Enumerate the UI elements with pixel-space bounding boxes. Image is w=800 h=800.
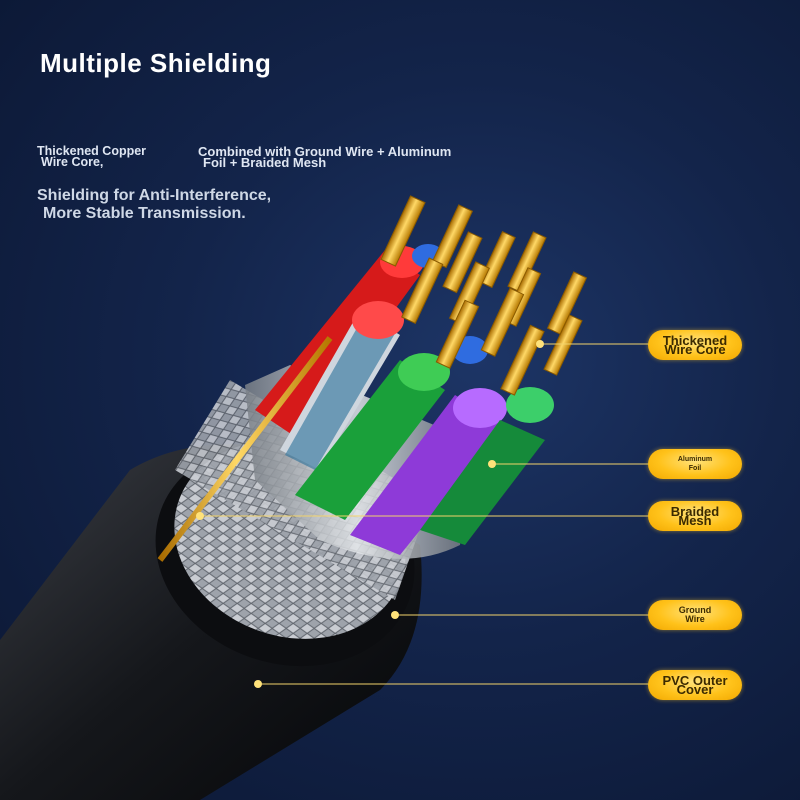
tagline-line: More Stable Transmission.	[43, 205, 246, 222]
callout-label: Ground	[678, 605, 712, 615]
green-wire	[295, 360, 445, 520]
callout-thickened-wire-core: Thickened Wire Core	[648, 330, 742, 360]
callout-label: Braided	[670, 504, 720, 519]
gold-conductors	[380, 195, 588, 396]
callout-label: Wire	[685, 614, 705, 624]
callout-pvc-outer-cover: PVC Outer Cover	[648, 670, 742, 700]
red-wire-end-2	[352, 301, 404, 339]
insulated-wires	[255, 244, 554, 555]
tagline-line: Shielding for Anti-Interference,	[37, 187, 272, 204]
tagline: Shielding for Anti-Interference, More St…	[37, 187, 271, 223]
purple-wire-end	[453, 388, 507, 428]
ground-wire	[157, 336, 333, 562]
intro-text-copper: Thickened Copper Wire Core,	[37, 144, 147, 169]
callout-label: Thickened	[662, 333, 728, 348]
callout-label: Wire Core	[664, 342, 726, 357]
page-title: Multiple Shielding	[40, 48, 272, 78]
callout-label: PVC Outer	[662, 673, 728, 688]
callout-label: Foil	[688, 465, 702, 472]
intro-text-shielding: Combined with Ground Wire + Aluminum Foi…	[198, 144, 452, 170]
callout-braided-mesh: Braided Mesh	[648, 501, 742, 531]
green-wire-end-2	[506, 387, 554, 423]
callout-ground-wire: Ground Wire	[648, 600, 742, 630]
callout-label: Cover	[676, 682, 714, 697]
callout-label: Mesh	[678, 513, 712, 528]
intro-line: Combined with Ground Wire + Aluminum	[198, 144, 452, 159]
callout-dots	[196, 340, 544, 688]
callout-lines	[200, 343, 650, 685]
green-wire-2	[420, 420, 545, 545]
callout-label: Aluminum	[677, 456, 713, 463]
red-wire	[255, 250, 420, 440]
callout-aluminum-foil: Aluminum Foil	[648, 449, 742, 479]
intro-line: Foil + Braided Mesh	[203, 155, 327, 170]
intro-line: Thickened Copper	[37, 144, 147, 158]
purple-wire	[350, 395, 505, 555]
intro-line: Wire Core,	[41, 155, 104, 169]
